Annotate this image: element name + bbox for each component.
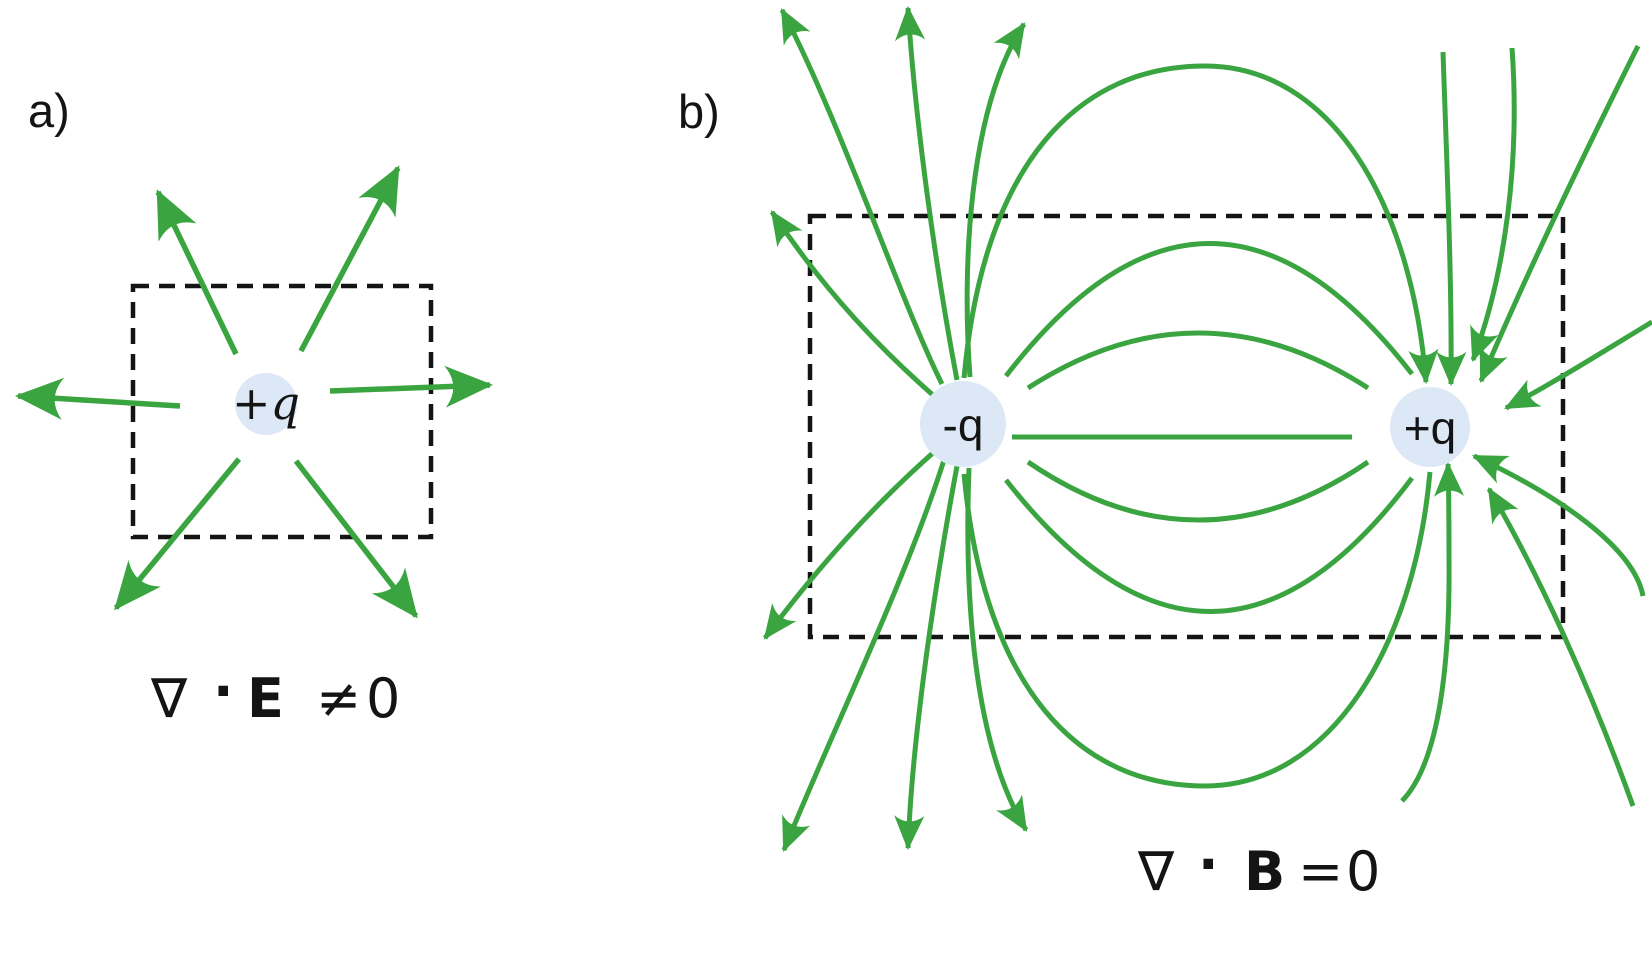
nabla-symbol: ∇ [150, 667, 188, 730]
dot-operator: · [213, 660, 234, 723]
field-line-arrow [293, 459, 419, 619]
e-field-symbol: E [247, 667, 284, 730]
field-line-arrow [1470, 47, 1517, 363]
field-line-arrow [155, 189, 239, 356]
field-line-arrow [298, 165, 401, 353]
zero-value: 0 [1346, 840, 1380, 903]
positive-charge-b [1390, 387, 1470, 467]
field-line-arrow [1436, 51, 1467, 387]
negative-charge-b [920, 381, 1006, 467]
field-line-arrow [894, 5, 960, 381]
positive-charge-b-label: +q [1404, 402, 1456, 454]
equation-divergence-e: ∇ · E ≠ 0 [150, 660, 400, 730]
field-line [961, 471, 1433, 789]
field-line [1026, 459, 1370, 523]
field-line-arrow [762, 450, 936, 640]
field-line-arrow [781, 459, 947, 853]
equals-sign: = [1298, 840, 1343, 903]
charge-symbol: q [271, 376, 300, 430]
b-field-symbol: B [1244, 840, 1285, 903]
field-line [1026, 330, 1370, 391]
field-line-arrow [329, 365, 493, 408]
gaussian-surface-box-a [130, 283, 434, 540]
plus-sign: + [232, 376, 271, 430]
field-line-arrow [15, 377, 181, 420]
field-line [1004, 476, 1415, 614]
gaussian-surface-box-b [807, 213, 1566, 640]
not-equal-sign: ≠ [316, 667, 361, 730]
field-line-arrow [1400, 461, 1465, 803]
negative-charge-b-label: -q [943, 399, 984, 451]
field-line [1004, 241, 1414, 378]
dot-operator: · [1198, 833, 1219, 896]
field-line-arrow [1478, 44, 1641, 383]
panel-a: a) +q ∇ · E ≠ 0 [15, 84, 493, 730]
equation-divergence-b: ∇ · B = 0 [1137, 833, 1380, 903]
panel-b-label: b) [678, 85, 720, 138]
field-line-arrow [894, 465, 960, 851]
field-line-arrow [1486, 487, 1636, 807]
field-line-arrow [961, 63, 1439, 385]
field-line-arrow [965, 467, 1029, 832]
zero-value: 0 [366, 667, 400, 730]
field-line-arrow [1472, 453, 1646, 597]
panel-b: b) -q +q ∇ · [678, 5, 1652, 903]
field-line-arrow [1504, 319, 1652, 411]
panel-a-label: a) [28, 84, 70, 137]
positive-charge-a-label: +q [232, 376, 300, 430]
positive-charge-a [235, 373, 297, 435]
field-line-arrow [113, 457, 242, 611]
nabla-symbol: ∇ [1137, 840, 1175, 903]
field-line-arrow [779, 8, 945, 386]
field-line-arrow [769, 210, 936, 398]
field-line-arrow [964, 22, 1027, 378]
